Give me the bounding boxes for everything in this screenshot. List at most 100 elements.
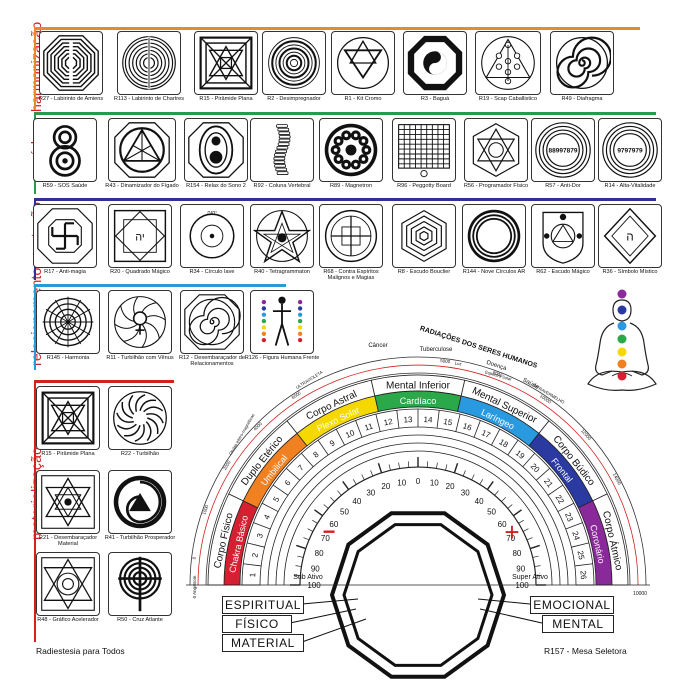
spiral-octagon-icon	[184, 294, 241, 350]
chart-card-frame	[262, 31, 326, 95]
chart-card[interactable]: R8 - Escudo Bouclier	[392, 204, 456, 286]
percent-tick	[361, 474, 365, 481]
chart-card[interactable]: R15 - Pirâmide Plana	[36, 386, 100, 468]
chart-card-frame	[36, 552, 100, 616]
chart-card[interactable]: R154 - Relax do Sono 2	[184, 118, 248, 200]
chart-card[interactable]: R96 - Peggotty Board	[392, 118, 456, 200]
chart-card-caption: R48 - Gráfico Acelerador	[37, 617, 99, 623]
percent-tick	[314, 509, 323, 517]
chart-card-frame	[250, 290, 314, 354]
chart-card-caption: R15 - Pirâmide Plana	[199, 96, 253, 102]
chart-card-caption: R57 - Anti-Dor	[545, 183, 581, 189]
chart-card[interactable]: R50 - Cruz Atlante	[108, 552, 172, 634]
percent-tick	[296, 544, 306, 550]
spectrum-number-right: 14000	[612, 472, 623, 486]
chart-card-caption: R41 - Turbilhão Prosperador	[104, 535, 176, 541]
number-ring-label: 3	[255, 532, 265, 539]
chart-card[interactable]: R126 - Figura Humana Frente	[245, 290, 319, 372]
chart-card[interactable]: R145 - Harmonia	[36, 290, 100, 372]
chart-card[interactable]: R56 - Programador Físico	[464, 118, 528, 200]
hexagon-star-icon	[472, 123, 520, 177]
label-connector-line	[301, 618, 367, 643]
chart-card[interactable]: R92 - Coluna Vertebral	[250, 118, 314, 200]
section-rule-harmonizacao	[34, 27, 640, 30]
body-band-label: Mental Inferior	[386, 381, 451, 392]
chart-card[interactable]: R12 - Desembaraçador de Relacionamentos	[179, 290, 245, 372]
triangle-circle-icon	[114, 122, 170, 178]
spectrum-number-right: 12000	[580, 428, 592, 441]
number-ring-divider	[335, 428, 345, 446]
chart-card-frame	[108, 552, 172, 616]
chart-card[interactable]: R2 - Desimpregnador	[262, 31, 326, 113]
chart-card[interactable]: R144 - Nove Círculos AR	[462, 204, 526, 286]
section-rule-materializacao	[34, 380, 174, 383]
chart-card-caption: R49 - Diafragma	[561, 96, 603, 102]
chart-card-caption: R17 - Anti-magia	[44, 269, 86, 275]
chart-card[interactable]: R17 - Anti-magia	[33, 204, 97, 286]
chart-card[interactable]: R62 - Escudo Mágico	[531, 204, 595, 286]
super-ativo-label: Super Ativo	[512, 574, 548, 581]
chart-card-caption: R126 - Figura Humana Frente	[244, 355, 320, 361]
percent-tick	[479, 479, 484, 485]
section-side-relacionamento	[34, 284, 36, 370]
svg-text:יה: יה	[135, 232, 145, 244]
chart-card[interactable]: R19 - Scap Caballistico	[475, 31, 541, 113]
chart-card[interactable]: R41 - Turbilhão Prosperador	[105, 470, 175, 552]
chart-card[interactable]: R59 - SOS Saúde	[33, 118, 97, 200]
percent-label-left: 80	[315, 549, 324, 558]
percent-tick	[471, 474, 475, 481]
atlantean-cross-icon	[118, 556, 162, 612]
percent-label-left: 20	[381, 482, 390, 491]
percent-label-left: 60	[329, 520, 338, 529]
number-ring-label: 23	[563, 511, 575, 523]
label-emocional: EMOCIONAL	[530, 596, 614, 614]
chart-card[interactable]: R15 - Pirâmide Plana	[194, 31, 258, 113]
chart-card-caption: R59 - SOS Saúde	[42, 183, 88, 189]
number-ring-label: 4	[262, 513, 272, 521]
chart-card[interactable]: R113 - Labirinto de Chartres	[114, 31, 184, 113]
labyrinth-octagon-icon	[43, 35, 99, 91]
chart-card-frame	[319, 204, 383, 268]
number-ring-label: 10	[344, 428, 356, 440]
section-rule-relacionamento	[34, 284, 286, 287]
magic-shield-icon	[542, 211, 584, 264]
chart-card-frame	[184, 118, 248, 182]
percent-label-right: 30	[461, 488, 470, 497]
magnetron-icon	[324, 123, 378, 177]
chart-card[interactable]: R3 - Baguá	[403, 31, 467, 113]
label-connector-line	[289, 608, 357, 624]
chart-card-frame	[531, 204, 595, 268]
number-ring-label: 9	[328, 438, 337, 448]
chart-card[interactable]: R1 - Kit Cromo	[331, 31, 395, 113]
chart-card-frame	[36, 470, 100, 534]
number-ring-label: 15	[443, 417, 454, 428]
chart-card[interactable]: R40 - Tetragrammaton	[250, 204, 314, 286]
chart-card[interactable]: R21 - Desembaraçador Material	[36, 470, 100, 552]
chart-card[interactable]: R11 - Turbilhão com Vênus	[106, 290, 174, 372]
chart-card-frame	[392, 204, 456, 268]
chart-card[interactable]: R48 - Gráfico Acelerador	[36, 552, 100, 634]
accelerator-icon	[41, 557, 95, 611]
number-ring-divider	[375, 414, 381, 432]
human-figure-icon	[261, 296, 303, 346]
section-rule-protecao	[34, 198, 656, 201]
chart-card[interactable]: R49 - Diafragma	[550, 31, 614, 113]
chart-card[interactable]: R68 - Contra Espíritos Malignos e Magias	[319, 204, 383, 286]
label-espiritual: ESPIRITUAL	[222, 596, 304, 614]
chart-card[interactable]: R22 - Turbilhão	[108, 386, 172, 468]
svg-text:9797979: 9797979	[617, 147, 643, 154]
chart-card[interactable]: R27 - Labirinto de Amiens	[39, 31, 103, 113]
percent-tick	[297, 555, 304, 558]
percent-tick	[494, 490, 499, 496]
hexagon-shield-icon	[401, 209, 447, 263]
chart-card[interactable]: R43 - Dinamizador do Fígado	[105, 118, 179, 200]
chart-card[interactable]: R89 - Magnetron	[319, 118, 383, 200]
inner-ring-arc	[283, 450, 553, 586]
number-ring-label: 17	[480, 428, 492, 440]
